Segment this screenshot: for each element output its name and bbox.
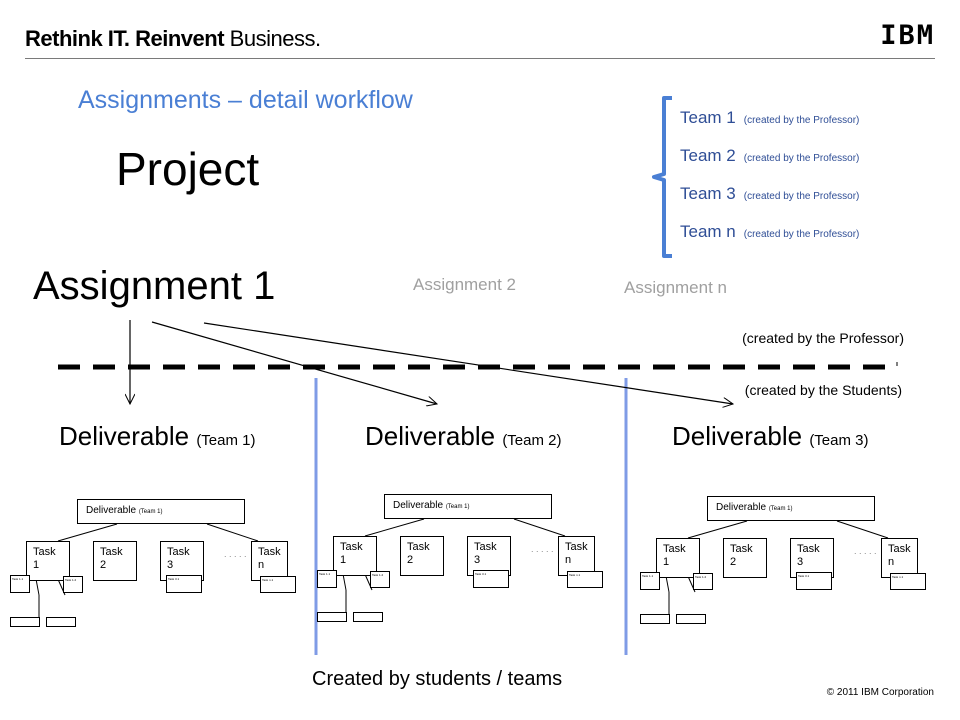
mini-deliverable-label: Deliverable: [86, 505, 139, 516]
mini-subtask-box: Task 1.1: [317, 570, 337, 588]
deliverable-label: Deliverable: [365, 421, 496, 451]
connector-line: [687, 520, 748, 539]
mini-task-box: Task n: [881, 538, 918, 578]
deliverable-team: (Team 3): [809, 432, 869, 449]
mini-task-box: Task 1: [26, 541, 70, 581]
team-item: Team 2 (created by the Professor): [680, 146, 859, 166]
mini-leaf-box: [10, 617, 40, 627]
team-note: (created by the Professor): [743, 153, 860, 164]
mini-deliverable-box: Deliverable (Team 1): [77, 499, 245, 524]
deliverable-label: Deliverable: [59, 421, 190, 451]
assignment-2-label: Assignment 2: [413, 275, 516, 294]
brand-tagline-light: Business.: [229, 26, 321, 51]
mini-subtask-box: Task 1.2: [63, 576, 83, 593]
connector-line: [836, 520, 889, 539]
team-name: Team n: [680, 222, 736, 241]
brand-tagline: Rethink IT. Reinvent Business.: [25, 26, 321, 52]
connector-line: [57, 523, 118, 542]
mini-subtask-box: Task 1.1: [10, 575, 30, 593]
mini-deliverable-box: Deliverable (Team 1): [384, 494, 552, 519]
mini-subtask-box: Task 3.1: [166, 575, 202, 593]
team-item: Team 3 (created by the Professor): [680, 184, 859, 204]
project-label: Project: [116, 143, 260, 195]
mini-subtask-box: Task n.1: [567, 571, 603, 588]
team-note: (created by the Professor): [743, 191, 860, 202]
team-item: Team 1 (created by the Professor): [680, 108, 859, 128]
mini-task-ellipsis: . . . . .: [224, 549, 247, 559]
brand-tagline-bold: Rethink IT. Reinvent: [25, 26, 225, 51]
mini-deliverable-label: Deliverable: [393, 500, 446, 511]
mini-subtask-box: Task n.1: [260, 576, 296, 593]
mini-task-box: Task n: [251, 541, 288, 581]
ibm-logo: IBM: [880, 20, 935, 51]
mini-subtask-box: Task n.1: [890, 573, 926, 590]
copyright: © 2011 IBM Corporation: [826, 687, 934, 698]
connector-line: [513, 518, 566, 537]
mini-task-box: Task 2: [400, 536, 444, 576]
mini-deliverable-label: Deliverable: [716, 502, 769, 513]
deliverable-team: (Team 1): [196, 432, 256, 449]
deliverable-label: Deliverable: [672, 421, 803, 451]
mini-leaf-box: [640, 614, 670, 624]
professor-zone-label: (created by the Professor): [742, 330, 904, 346]
team-name: Team 1: [680, 108, 736, 127]
mini-task-box: Task 3: [160, 541, 204, 581]
mini-leaf-box: [317, 612, 347, 622]
connector-line: [364, 518, 425, 537]
mini-deliverable-team: (Team 1): [445, 504, 470, 510]
mini-task-box: Task 1: [656, 538, 700, 578]
mini-task-box: Task 1: [333, 536, 377, 576]
assignment-n-label: Assignment n: [624, 278, 727, 297]
mini-leaf-box: [676, 614, 706, 624]
mini-subtask-box: Task 3.1: [473, 570, 509, 588]
mini-leaf-box: [353, 612, 383, 622]
mini-subtask-box: Task 1.1: [640, 572, 660, 590]
team-name: Team 2: [680, 146, 736, 165]
mini-task-box: Task 3: [790, 538, 834, 578]
mini-task-box: Task n: [558, 536, 595, 576]
mini-subtask-box: Task 1.2: [693, 573, 713, 590]
mini-task-box: Task 2: [93, 541, 137, 581]
mini-leaf-box: [46, 617, 76, 627]
mini-task-box: Task 2: [723, 538, 767, 578]
mini-subtask-box: Task 3.1: [796, 572, 832, 590]
team-note: (created by the Professor): [743, 229, 860, 240]
mini-task-ellipsis: . . . . .: [854, 546, 877, 556]
team-item: Team n (created by the Professor): [680, 222, 859, 242]
assignment-1-label: Assignment 1: [33, 264, 276, 308]
deliverable-team-1: Deliverable (Team 1): [59, 421, 256, 452]
mini-deliverable-box: Deliverable (Team 1): [707, 496, 875, 521]
team-brace: [652, 96, 672, 258]
team-name: Team 3: [680, 184, 736, 203]
header-rule: [25, 58, 935, 59]
student-zone-label: (created by the Students): [744, 382, 902, 398]
team-note: (created by the Professor): [743, 115, 860, 126]
mini-deliverable-team: (Team 1): [768, 506, 793, 512]
deliverable-team-2: Deliverable (Team 2): [365, 421, 562, 452]
created-by-caption: Created by students / teams: [312, 668, 563, 690]
mini-deliverable-team: (Team 1): [138, 509, 163, 515]
page-title: Assignments – detail workflow: [78, 86, 413, 114]
arrow-team2-to-assignment: [151, 321, 437, 404]
mini-subtask-box: Task 1.2: [370, 571, 390, 588]
arrow-team3-to-assignment: [203, 322, 733, 404]
connector-line: [206, 523, 259, 542]
deliverable-team-3: Deliverable (Team 3): [672, 421, 869, 452]
mini-task-ellipsis: . . . . .: [531, 544, 554, 554]
deliverable-team: (Team 2): [502, 432, 562, 449]
